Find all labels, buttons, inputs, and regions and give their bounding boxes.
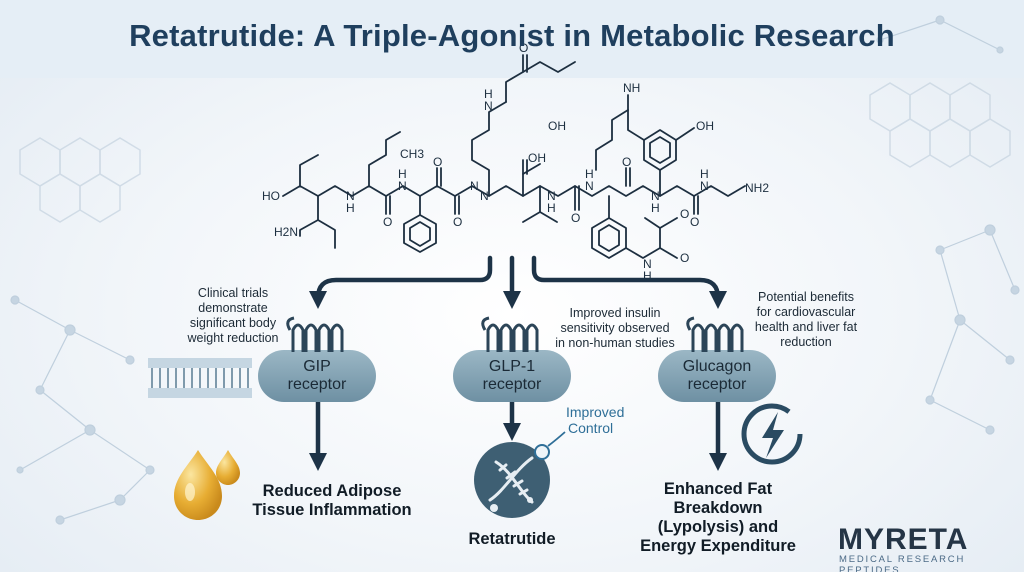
outcome-line: Enhanced Fat Breakdown [663,480,773,517]
svg-text:H: H [346,201,355,215]
note-line: Clinical trials [197,286,269,300]
svg-text:HO: HO [262,189,280,203]
peptide-structure [282,54,746,259]
branch-arrows [309,255,727,471]
svg-text:H: H [585,167,594,181]
svg-text:O: O [571,211,580,225]
svg-text:H: H [547,201,556,215]
svg-text:N: N [480,189,489,203]
svg-text:O: O [622,155,631,169]
svg-text:H2N: H2N [274,225,298,239]
svg-text:N: N [484,99,493,113]
svg-text:O: O [680,251,689,265]
note-line: sensitivity observed [560,321,670,335]
svg-text:H: H [484,87,493,101]
background-network-nodes [10,15,1020,525]
oil-drops-icon [174,450,240,520]
improved-line: Improved [566,404,625,420]
svg-text:N: N [346,189,355,203]
svg-text:H: H [700,167,709,181]
svg-text:N: N [585,179,594,193]
note-line: for cardiovascular [756,305,856,319]
receptor-glp1-label: GLP-1 receptor [453,358,571,394]
outcome-gip: Reduced Adipose Tissue Inflammation [232,482,432,520]
control-line: Control [568,420,614,436]
svg-text:O: O [690,215,699,229]
cell-membrane-icon [148,358,252,398]
title-band [0,0,1024,78]
svg-text:N: N [643,257,652,271]
svg-text:H: H [651,201,660,215]
note-gip: Clinical trials demonstrate significant … [168,286,298,346]
note-line: demonstrate [198,301,268,315]
improved-control-label: Improved Control [566,404,624,436]
svg-text:OH: OH [548,119,566,133]
svg-text:N: N [398,179,407,193]
svg-text:O: O [383,215,392,229]
note-line: weight reduction [187,331,279,345]
outcome-line: Tissue Inflammation [252,501,412,519]
receptor-glucagon-label: Glucagon receptor [658,358,776,394]
svg-text:O: O [519,41,528,55]
svg-text:O: O [433,155,442,169]
receptor-name: GIP [303,358,331,375]
outcome-line: Reduced Adipose [262,482,402,500]
receptor-name: Glucagon [682,358,752,375]
outcome-line: Retatrutide [468,530,556,548]
receptor-word: receptor [687,376,747,393]
note-line: Improved insulin [569,306,661,320]
note-line: significant body [189,316,277,330]
note-line: health and liver fat [754,320,858,334]
outcome-line: Energy Expenditure [640,537,796,555]
peptide-atom-labels: HO H2N CH3 NH NH O O O NN NH O OH OH NH … [262,41,769,283]
note-line: in non-human studies [555,336,675,350]
svg-text:NH: NH [623,81,640,95]
svg-text:N: N [547,189,556,203]
receptor-glp1 [453,316,571,402]
receptor-gip [258,316,376,402]
svg-text:OH: OH [528,151,546,165]
page-title: Retatrutide: A Triple-Agonist in Metabol… [129,18,895,53]
svg-text:CH3: CH3 [400,147,424,161]
svg-text:N: N [700,179,709,193]
svg-text:OH: OH [696,119,714,133]
outcome-glp1: Retatrutide [432,530,592,549]
note-glp1: Improved insulin sensitivity observed in… [540,306,690,351]
note-glucagon: Potential benefits for cardiovascular he… [736,290,876,350]
outcome-line: (Lypolysis) and [657,518,779,536]
svg-text:O: O [680,207,689,221]
receptor-word: receptor [287,376,347,393]
background-hexagon-pattern [19,82,1011,223]
svg-text:H: H [643,269,652,283]
svg-text:NH2: NH2 [745,181,769,195]
brand-tagline: MEDICAL RESEARCH PEPTIDES [839,554,966,572]
svg-text:O: O [453,215,462,229]
outcome-glucagon: Enhanced Fat Breakdown (Lypolysis) and E… [618,480,818,556]
svg-text:N: N [470,179,479,193]
dna-molecule-icon [474,431,566,518]
receptor-word: receptor [482,376,542,393]
note-line: reduction [780,335,832,349]
receptor-name: GLP-1 [488,358,536,375]
note-line: Potential benefits [758,290,854,304]
brand-logo: MYRETA [838,523,969,556]
lightning-energy-icon [741,403,803,465]
svg-text:N: N [651,189,660,203]
receptor-glucagon [658,316,776,402]
svg-text:H: H [398,167,407,181]
receptor-gip-label: GIP receptor [258,358,376,394]
